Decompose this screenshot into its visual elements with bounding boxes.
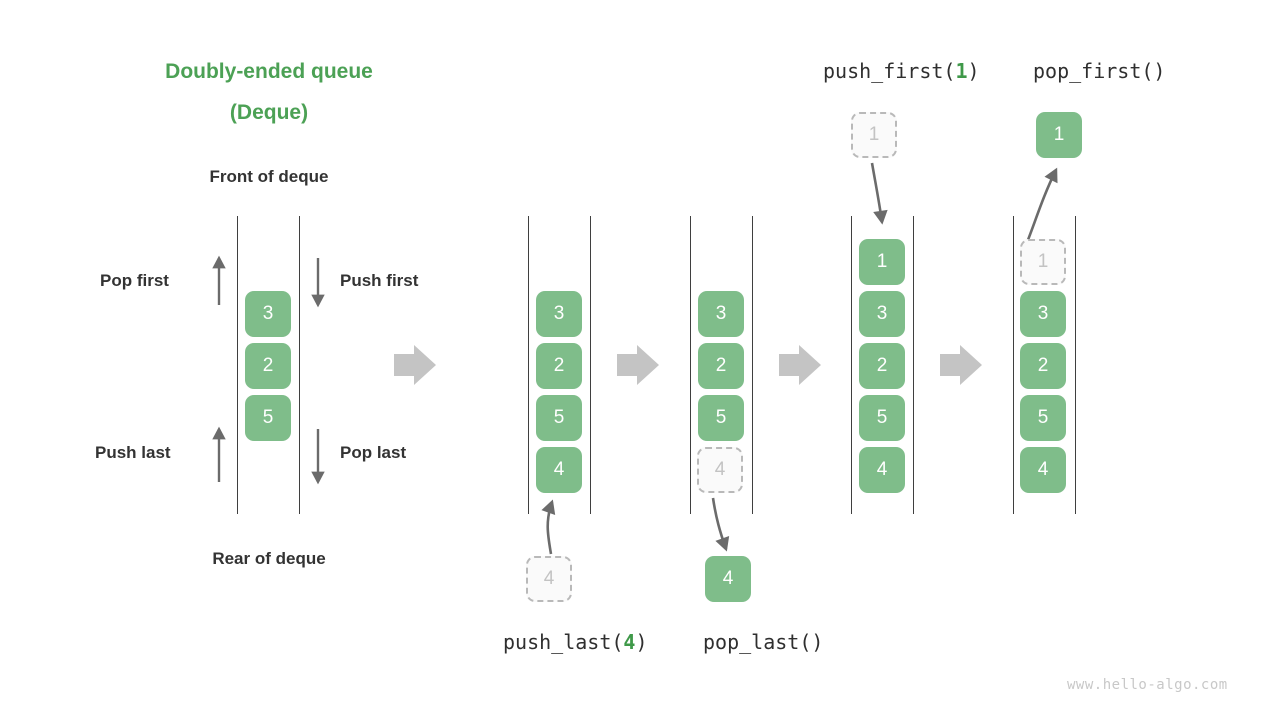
deque-cell: 3: [859, 291, 905, 337]
transition-arrow-1: [394, 345, 436, 385]
pop-first-op-name: pop_first(): [1033, 59, 1166, 83]
deque-cell: 5: [859, 395, 905, 441]
deque-rail-right: [913, 216, 914, 514]
deque-rail-right: [1075, 216, 1076, 514]
pop-last-op-name: pop_last(): [703, 630, 824, 654]
page-title-line1: Doubly-ended queue: [165, 60, 373, 83]
pop-last-output-cell: 4: [705, 556, 751, 602]
pop-last-op-label: pop_last(): [703, 630, 823, 654]
deque-cell: 4: [1020, 447, 1066, 493]
deque-rail-left: [1013, 216, 1014, 514]
push-first-label: Push first: [340, 271, 419, 290]
push-last-label: Push last: [95, 443, 171, 462]
push-last-input-cell: 4: [526, 556, 572, 602]
pop-first-output-arrow: [1022, 167, 1058, 251]
push-first-op-arg: 1: [955, 59, 968, 83]
push-first-op-name: push_first(: [823, 59, 956, 83]
push-last-op-arg: 4: [623, 630, 636, 654]
deque-cell: 2: [1020, 343, 1066, 389]
pop-first-label: Pop first: [100, 271, 169, 290]
deque-cell: 4: [536, 447, 582, 493]
deque-cell: 3: [1020, 291, 1066, 337]
push-last-op-name: push_last(: [503, 630, 624, 654]
deque-cell: 5: [1020, 395, 1066, 441]
pop-last-label: Pop last: [340, 443, 407, 462]
deque-cell: 5: [698, 395, 744, 441]
transition-arrow-3: [779, 345, 821, 385]
pop-last-output-arrow: [711, 497, 730, 552]
deque-cell: 4: [859, 447, 905, 493]
rear-of-deque-label: Rear of deque: [212, 549, 326, 568]
deque-cell: 3: [536, 291, 582, 337]
deque-cell: 2: [536, 343, 582, 389]
watermark: www.hello-algo.com: [1067, 677, 1228, 693]
deque-cell: 1: [859, 239, 905, 285]
front-of-deque-label: Front of deque: [209, 167, 329, 186]
deque-cell: 1: [1020, 239, 1066, 285]
push-first-input-arrow: [870, 162, 888, 225]
deque-cell: 2: [859, 343, 905, 389]
page-title-line2: (Deque): [229, 101, 309, 124]
deque-cell: 5: [245, 395, 291, 441]
deque-cell: 2: [245, 343, 291, 389]
transition-arrow-4: [940, 345, 982, 385]
deque-cell: 5: [536, 395, 582, 441]
deque-cell: 3: [245, 291, 291, 337]
deque-cell: 2: [698, 343, 744, 389]
push-last-input-arrow: [541, 499, 556, 555]
pop-first-output-cell: 1: [1036, 112, 1082, 158]
push-last-op-label: push_last(4): [503, 630, 648, 654]
deque-rail-left: [528, 216, 529, 514]
push-last-op-close: ): [635, 630, 648, 654]
deque-rail-left: [851, 216, 852, 514]
push-first-op-label: push_first(1): [823, 59, 980, 83]
deque-rail-left: [690, 216, 691, 514]
push-first-op-close: ): [967, 59, 980, 83]
transition-arrow-2: [617, 345, 659, 385]
deque-cell: 3: [698, 291, 744, 337]
pop-first-op-label: pop_first(): [1033, 59, 1165, 83]
push-first-input-cell: 1: [851, 112, 897, 158]
deque-cell: 4: [697, 447, 743, 493]
deque-rail-right: [590, 216, 591, 514]
deque-rail-right: [299, 216, 300, 514]
deque-rail-left: [237, 216, 238, 514]
deque-rail-right: [752, 216, 753, 514]
